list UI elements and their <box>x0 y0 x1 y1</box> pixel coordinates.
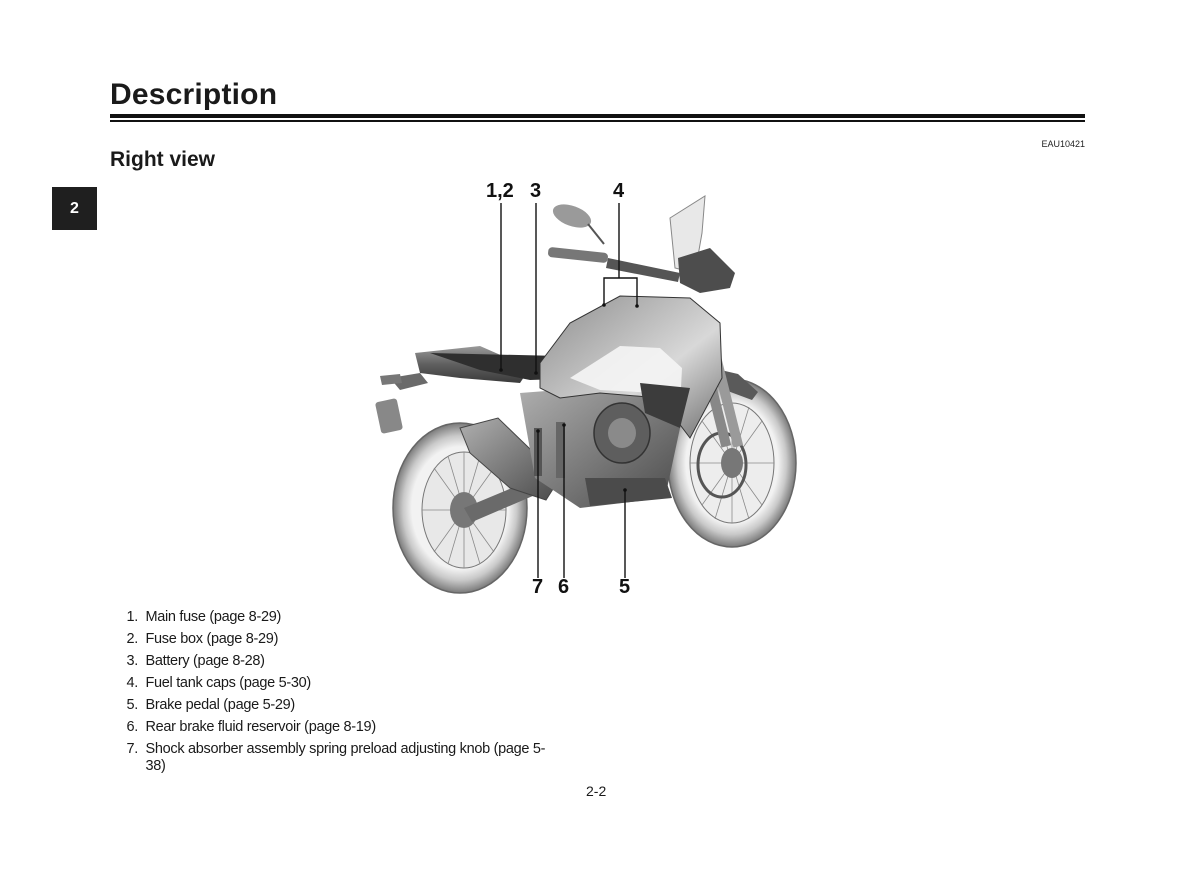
list-item-text: Brake pedal (page 5-29) <box>145 696 295 713</box>
list-item: 7. Shock absorber assembly spring preloa… <box>115 738 555 777</box>
list-item: 6. Rear brake fluid reservoir (page 8-19… <box>115 716 555 738</box>
callout-6: 6 <box>558 576 570 598</box>
list-item: 5. Brake pedal (page 5-29) <box>115 694 555 716</box>
list-item-text: Main fuse (page 8-29) <box>145 608 282 625</box>
callout-7: 7 <box>532 576 544 598</box>
list-item-number: 6. <box>126 719 139 735</box>
list-item-number: 7. <box>126 741 139 757</box>
list-item-text: Shock absorber assembly spring preload a… <box>145 740 546 774</box>
header-rule-thin <box>110 120 1085 122</box>
list-item-text: Rear brake fluid reservoir (page 8-19) <box>145 718 376 735</box>
list-item-number: 5. <box>126 697 139 713</box>
callout-4: 4 <box>613 180 625 202</box>
list-item-text: Battery (page 8-28) <box>145 652 265 669</box>
section-title: Right view <box>110 148 216 171</box>
callout-3: 3 <box>530 180 542 202</box>
header-rule-thick <box>110 114 1085 118</box>
list-item-number: 1. <box>126 609 139 625</box>
motorcycle-figure: 1,2 3 4 7 6 5 <box>360 178 820 603</box>
document-code: EAU10421 <box>1041 139 1085 149</box>
list-item-number: 3. <box>126 653 139 669</box>
page-title: Description <box>110 78 278 111</box>
motorcycle-illustration <box>375 195 797 594</box>
callout-1-2: 1,2 <box>486 180 514 202</box>
list-item: 4. Fuel tank caps (page 5-30) <box>115 672 555 694</box>
list-item: 1. Main fuse (page 8-29) <box>115 606 555 628</box>
list-item-text: Fuse box (page 8-29) <box>145 630 279 647</box>
parts-list: 1. Main fuse (page 8-29) 2. Fuse box (pa… <box>115 606 555 777</box>
list-item: 2. Fuse box (page 8-29) <box>115 628 555 650</box>
list-item-text: Fuel tank caps (page 5-30) <box>145 674 311 691</box>
page-number: 2-2 <box>586 783 607 799</box>
list-item-number: 4. <box>126 675 139 691</box>
callout-leaders <box>500 203 638 578</box>
list-item: 3. Battery (page 8-28) <box>115 650 555 672</box>
chapter-tab-label: 2 <box>70 199 79 217</box>
front-wheel <box>667 378 797 548</box>
chapter-tab: 2 <box>52 187 97 230</box>
callout-5: 5 <box>619 576 631 598</box>
list-item-number: 2. <box>126 631 139 647</box>
